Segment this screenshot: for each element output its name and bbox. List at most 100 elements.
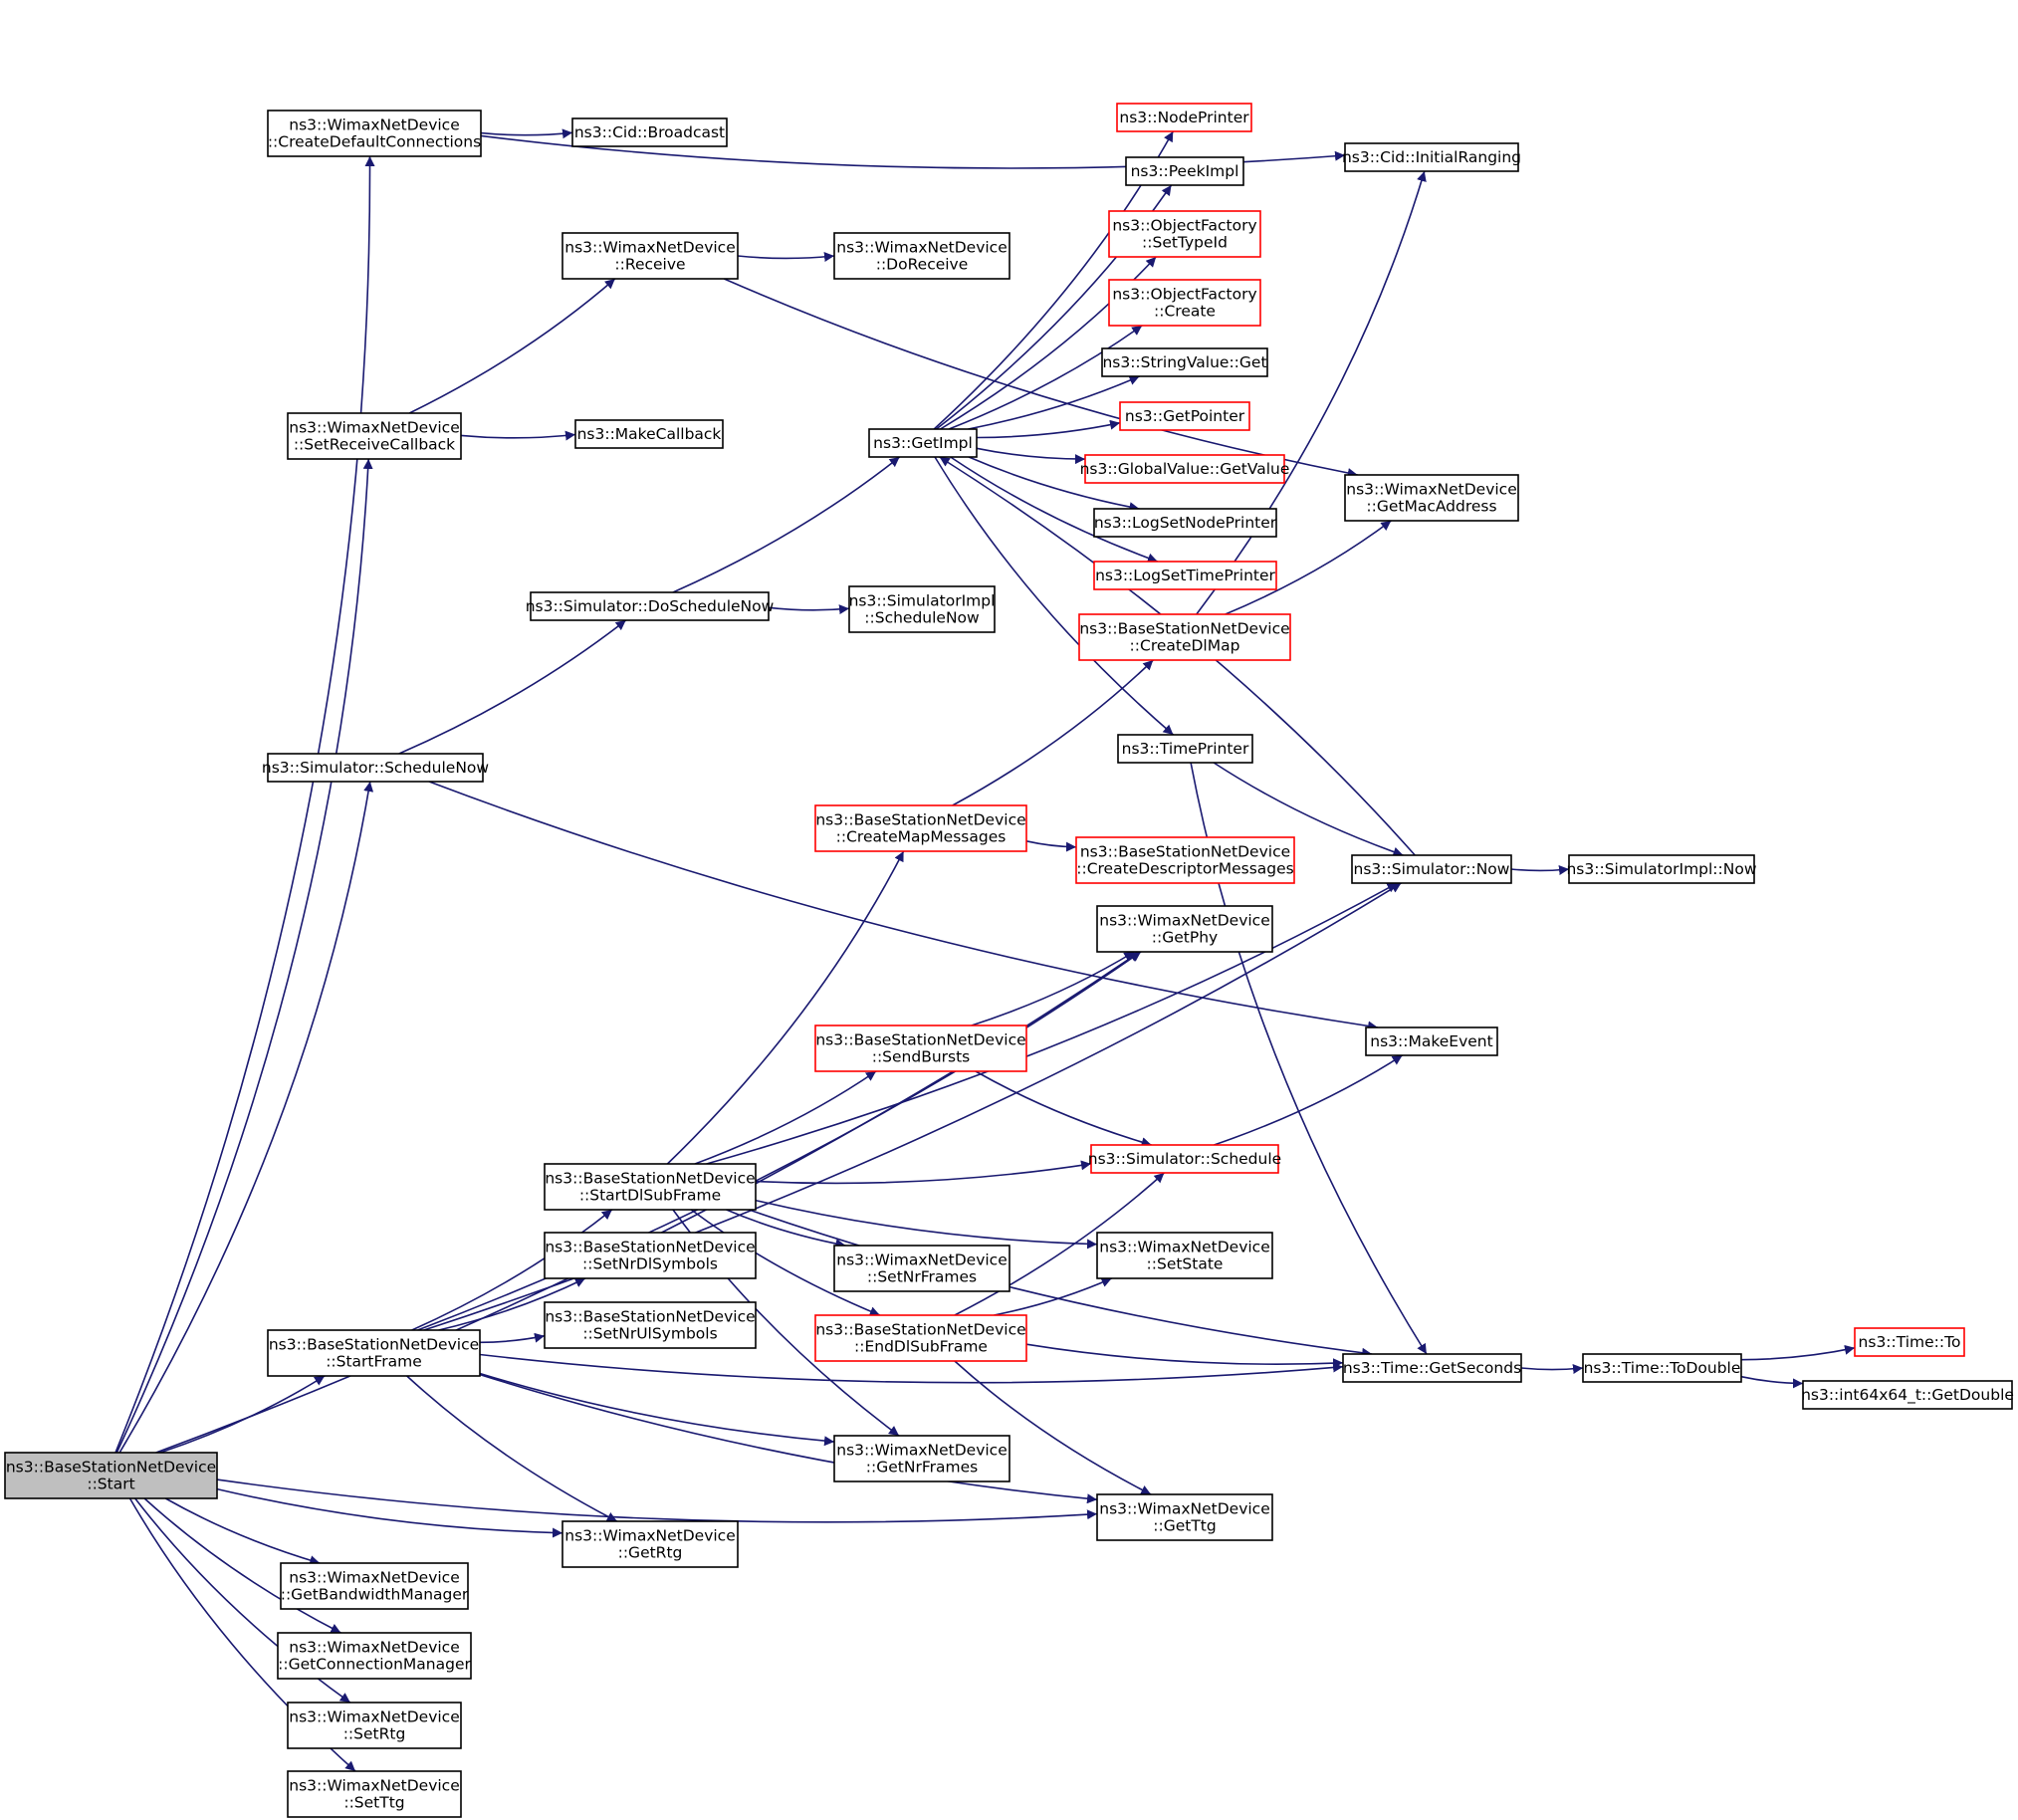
node-set-receive-callback[interactable]: ns3::WimaxNetDevice::SetReceiveCallback	[287, 412, 462, 460]
node-get-nr-frames[interactable]: ns3::WimaxNetDevice::GetNrFrames	[833, 1435, 1010, 1482]
node-start[interactable]: ns3::BaseStationNetDevice::Start	[4, 1452, 218, 1499]
node-get-rtg[interactable]: ns3::WimaxNetDevice::GetRtg	[561, 1520, 739, 1568]
node-object-factory-create[interactable]: ns3::ObjectFactory::Create	[1108, 279, 1261, 327]
node-make-callback[interactable]: ns3::MakeCallback	[574, 419, 724, 449]
node-box[interactable]	[814, 1024, 1027, 1072]
node-box[interactable]	[530, 591, 770, 621]
node-set-nr-frames[interactable]: ns3::WimaxNetDevice::SetNrFrames	[833, 1245, 1010, 1292]
node-box[interactable]	[868, 428, 978, 458]
node-box[interactable]	[1351, 854, 1512, 884]
node-box[interactable]	[1344, 142, 1519, 172]
node-box[interactable]	[1116, 103, 1252, 132]
node-box[interactable]	[1802, 1380, 2013, 1410]
node-wimax-receive[interactable]: ns3::WimaxNetDevice::Receive	[561, 232, 739, 280]
node-simulator-impl-now[interactable]: ns3::SimulatorImpl::Now	[1566, 854, 1757, 884]
node-box[interactable]	[1365, 1026, 1498, 1056]
node-cid-initial-ranging[interactable]: ns3::Cid::InitialRanging	[1342, 142, 1521, 172]
node-simulator-do-schedule-now[interactable]: ns3::Simulator::DoScheduleNow	[526, 591, 775, 621]
node-time-printer[interactable]: ns3::TimePrinter	[1117, 734, 1253, 764]
node-string-value-get[interactable]: ns3::StringValue::Get	[1101, 347, 1268, 377]
node-send-bursts[interactable]: ns3::BaseStationNetDevice::SendBursts	[814, 1024, 1027, 1072]
node-start-dl-sub-frame[interactable]: ns3::BaseStationNetDevice::StartDlSubFra…	[544, 1163, 757, 1211]
node-box[interactable]	[267, 753, 484, 783]
node-box[interactable]	[544, 1301, 757, 1349]
node-box[interactable]	[1108, 279, 1261, 327]
node-set-ttg[interactable]: ns3::WimaxNetDevice::SetTtg	[287, 1770, 462, 1818]
node-simulator-schedule[interactable]: ns3::Simulator::Schedule	[1088, 1144, 1281, 1174]
node-box[interactable]	[561, 1520, 739, 1568]
node-get-phy[interactable]: ns3::WimaxNetDevice::GetPhy	[1096, 905, 1273, 953]
node-set-state[interactable]: ns3::WimaxNetDevice::SetState	[1096, 1232, 1273, 1279]
node-get-connection-manager[interactable]: ns3::WimaxNetDevice::GetConnectionManage…	[277, 1632, 472, 1680]
node-box[interactable]	[1344, 474, 1519, 522]
node-box[interactable]	[1108, 210, 1261, 258]
node-box[interactable]	[574, 419, 724, 449]
node-box[interactable]	[1093, 561, 1277, 590]
node-box[interactable]	[1093, 508, 1277, 538]
node-create-default-connections[interactable]: ns3::WimaxNetDevice::CreateDefaultConnec…	[267, 110, 482, 157]
node-simulator-now[interactable]: ns3::Simulator::Now	[1351, 854, 1512, 884]
node-log-set-time-printer[interactable]: ns3::LogSetTimePrinter	[1093, 561, 1277, 590]
node-get-mac-address[interactable]: ns3::WimaxNetDevice::GetMacAddress	[1344, 474, 1519, 522]
node-box[interactable]	[833, 1435, 1010, 1482]
node-box[interactable]	[1084, 454, 1285, 484]
node-box[interactable]	[848, 585, 996, 633]
node-peek-impl[interactable]: ns3::PeekImpl	[1125, 156, 1244, 186]
node-get-bandwidth-manager[interactable]: ns3::WimaxNetDevice::GetBandwidthManager	[280, 1562, 469, 1610]
node-box[interactable]	[280, 1562, 469, 1610]
node-int64x64-get-double[interactable]: ns3::int64x64_t::GetDouble	[1801, 1380, 2014, 1410]
node-end-dl-sub-frame[interactable]: ns3::BaseStationNetDevice::EndDlSubFrame	[814, 1314, 1027, 1362]
node-box[interactable]	[833, 1245, 1010, 1292]
node-time-to[interactable]: ns3::Time::To	[1854, 1327, 1965, 1357]
node-time-get-seconds[interactable]: ns3::Time::GetSeconds	[1342, 1353, 1522, 1383]
node-set-nr-dl-symbols[interactable]: ns3::BaseStationNetDevice::SetNrDlSymbol…	[544, 1232, 757, 1279]
node-box[interactable]	[544, 1232, 757, 1279]
node-make-event[interactable]: ns3::MakeEvent	[1365, 1026, 1498, 1056]
node-box[interactable]	[1096, 1493, 1273, 1541]
node-box[interactable]	[1854, 1327, 1965, 1357]
node-box[interactable]	[561, 232, 739, 280]
node-wimax-do-receive[interactable]: ns3::WimaxNetDevice::DoReceive	[833, 232, 1010, 280]
node-get-impl[interactable]: ns3::GetImpl	[868, 428, 978, 458]
node-box[interactable]	[277, 1632, 472, 1680]
node-get-pointer[interactable]: ns3::GetPointer	[1119, 401, 1250, 431]
node-box[interactable]	[1568, 854, 1755, 884]
node-box[interactable]	[1119, 401, 1250, 431]
node-cid-broadcast[interactable]: ns3::Cid::Broadcast	[571, 117, 728, 147]
node-box[interactable]	[287, 1770, 462, 1818]
node-box[interactable]	[287, 412, 462, 460]
node-box[interactable]	[4, 1452, 218, 1499]
node-box[interactable]	[1075, 836, 1295, 884]
node-box[interactable]	[267, 110, 482, 157]
node-global-value-get-value[interactable]: ns3::GlobalValue::GetValue	[1080, 454, 1290, 484]
node-box[interactable]	[1078, 613, 1291, 661]
node-box[interactable]	[544, 1163, 757, 1211]
node-simulator-impl-schedule-now[interactable]: ns3::SimulatorImpl::ScheduleNow	[848, 585, 996, 633]
node-simulator-schedule-now[interactable]: ns3::Simulator::ScheduleNow	[262, 753, 489, 783]
node-box[interactable]	[1117, 734, 1253, 764]
node-box[interactable]	[833, 232, 1010, 280]
node-time-to-double[interactable]: ns3::Time::ToDouble	[1582, 1353, 1742, 1383]
node-create-descriptor-messages[interactable]: ns3::BaseStationNetDevice::CreateDescrip…	[1075, 836, 1295, 884]
node-box[interactable]	[287, 1702, 462, 1749]
node-box[interactable]	[1096, 1232, 1273, 1279]
node-get-ttg[interactable]: ns3::WimaxNetDevice::GetTtg	[1096, 1493, 1273, 1541]
node-create-map-messages[interactable]: ns3::BaseStationNetDevice::CreateMapMess…	[814, 804, 1027, 852]
node-box[interactable]	[1101, 347, 1268, 377]
node-set-rtg[interactable]: ns3::WimaxNetDevice::SetRtg	[287, 1702, 462, 1749]
node-box[interactable]	[1096, 905, 1273, 953]
node-box[interactable]	[267, 1329, 481, 1377]
node-box[interactable]	[1342, 1353, 1522, 1383]
node-create-dl-map[interactable]: ns3::BaseStationNetDevice::CreateDlMap	[1078, 613, 1291, 661]
node-box[interactable]	[814, 804, 1027, 852]
node-node-printer[interactable]: ns3::NodePrinter	[1116, 103, 1252, 132]
node-set-nr-ul-symbols[interactable]: ns3::BaseStationNetDevice::SetNrUlSymbol…	[544, 1301, 757, 1349]
node-box[interactable]	[1090, 1144, 1279, 1174]
node-box[interactable]	[1125, 156, 1244, 186]
node-box[interactable]	[571, 117, 728, 147]
node-box[interactable]	[814, 1314, 1027, 1362]
node-box[interactable]	[1582, 1353, 1742, 1383]
node-log-set-node-printer[interactable]: ns3::LogSetNodePrinter	[1093, 508, 1277, 538]
node-object-factory-set-type-id[interactable]: ns3::ObjectFactory::SetTypeId	[1108, 210, 1261, 258]
node-start-frame[interactable]: ns3::BaseStationNetDevice::StartFrame	[267, 1329, 481, 1377]
